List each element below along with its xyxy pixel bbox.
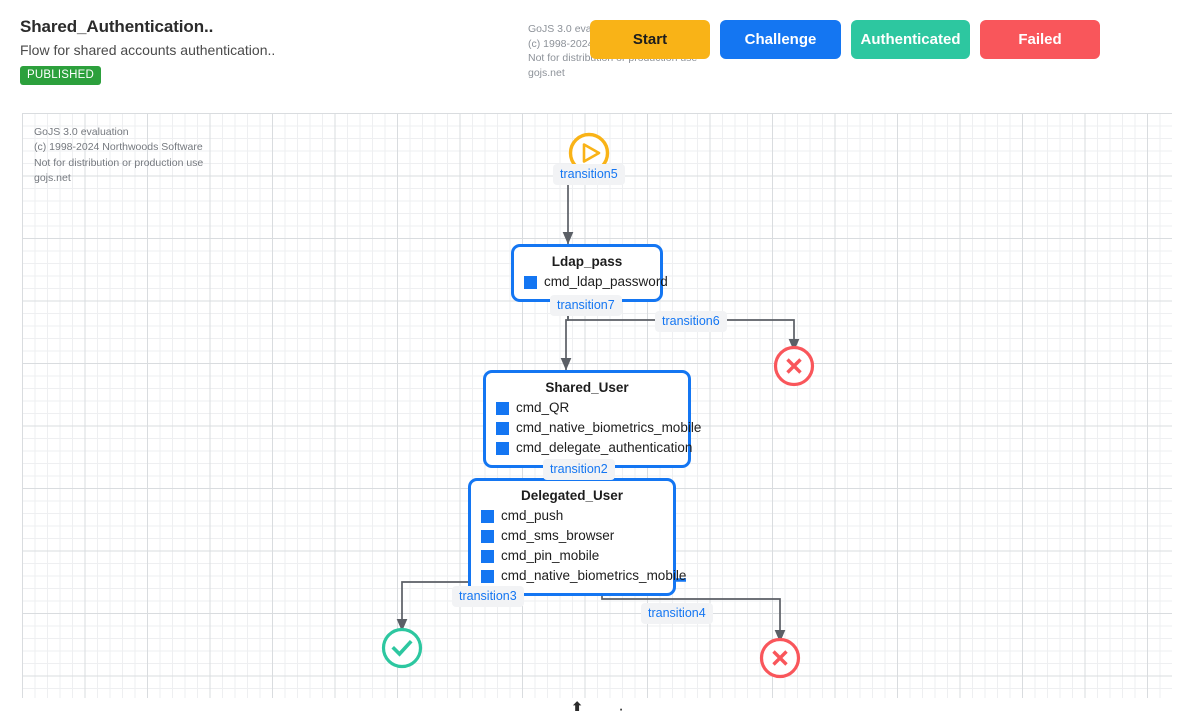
page-subtitle: Flow for shared accounts authentication.… bbox=[20, 42, 276, 58]
command-label: cmd_native_biometrics_mobile bbox=[516, 420, 702, 435]
legend-challenge-button[interactable]: Challenge bbox=[720, 20, 841, 59]
status-badge: PUBLISHED bbox=[20, 66, 101, 85]
node-command-row[interactable]: cmd_ldap_password bbox=[524, 272, 668, 292]
command-label: cmd_push bbox=[501, 508, 564, 523]
command-swatch-icon bbox=[496, 441, 509, 455]
x-circle-icon bbox=[759, 637, 801, 679]
command-label: cmd_sms_browser bbox=[501, 528, 615, 543]
node-title: Ldap_pass bbox=[551, 254, 623, 269]
node-shared-user[interactable]: Shared_User cmd_QR cmd_native_biometrics… bbox=[483, 370, 701, 468]
legend-start-button[interactable]: Start bbox=[590, 20, 710, 59]
page-title: Shared_Authentication.. bbox=[20, 17, 214, 36]
node-title: Delegated_User bbox=[520, 488, 624, 503]
node-command-row[interactable]: cmd_delegate_authentication bbox=[496, 438, 692, 458]
node-ldap-pass[interactable]: Ldap_pass cmd_ldap_password bbox=[511, 244, 668, 302]
command-swatch-icon bbox=[481, 569, 494, 583]
command-swatch-icon bbox=[481, 549, 494, 563]
node-title: Shared_User bbox=[545, 380, 629, 395]
flow-canvas[interactable]: GoJS 3.0 evaluation (c) 1998-2024 Northw… bbox=[22, 113, 1172, 698]
node-command-row[interactable]: cmd_push bbox=[481, 506, 663, 526]
node-delegated-user[interactable]: Delegated_User cmd_push cmd_sms_browser … bbox=[468, 478, 686, 596]
bottom-toolbar[interactable]: ⬆ · bbox=[0, 700, 1194, 711]
node-failed-1[interactable] bbox=[772, 344, 816, 393]
legend-authenticated-button[interactable]: Authenticated bbox=[851, 20, 970, 59]
label-transition3[interactable]: transition3 bbox=[452, 586, 524, 607]
node-command-row[interactable]: cmd_pin_mobile bbox=[481, 546, 663, 566]
toolbar-glyph-1[interactable]: ⬆ bbox=[570, 700, 585, 711]
command-swatch-icon bbox=[481, 529, 494, 543]
node-command-row[interactable]: cmd_native_biometrics_mobile bbox=[496, 418, 701, 438]
check-circle-icon bbox=[381, 627, 423, 669]
page-header: Shared_Authentication.. Flow for shared … bbox=[0, 0, 1194, 102]
node-command-row[interactable]: cmd_QR bbox=[496, 398, 678, 418]
node-authenticated-1[interactable] bbox=[380, 626, 424, 675]
command-swatch-icon bbox=[496, 401, 509, 415]
toolbar-glyph-2[interactable]: · bbox=[618, 700, 624, 711]
label-transition5[interactable]: transition5 bbox=[553, 164, 625, 185]
command-swatch-icon bbox=[524, 275, 537, 289]
label-transition7[interactable]: transition7 bbox=[550, 295, 622, 316]
command-swatch-icon bbox=[481, 509, 494, 523]
node-failed-2[interactable] bbox=[758, 636, 802, 685]
command-swatch-icon bbox=[496, 421, 509, 435]
node-command-row[interactable]: cmd_native_biometrics_mobile bbox=[481, 566, 686, 586]
x-circle-icon bbox=[773, 345, 815, 387]
command-label: cmd_pin_mobile bbox=[501, 548, 600, 563]
command-label: cmd_QR bbox=[516, 400, 570, 415]
label-transition6[interactable]: transition6 bbox=[655, 311, 727, 332]
title-block: Shared_Authentication.. Flow for shared … bbox=[20, 16, 275, 85]
command-label: cmd_native_biometrics_mobile bbox=[501, 568, 687, 583]
node-command-row[interactable]: cmd_sms_browser bbox=[481, 526, 663, 546]
command-label: cmd_ldap_password bbox=[544, 274, 668, 289]
legend-failed-button[interactable]: Failed bbox=[980, 20, 1100, 59]
label-transition2[interactable]: transition2 bbox=[543, 459, 615, 480]
label-transition4[interactable]: transition4 bbox=[641, 603, 713, 624]
command-label: cmd_delegate_authentication bbox=[516, 440, 693, 455]
